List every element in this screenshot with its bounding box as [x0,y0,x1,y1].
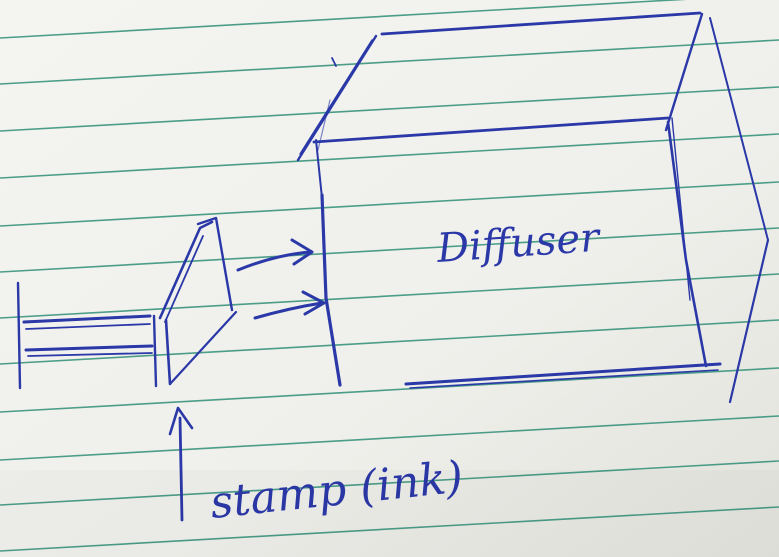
ruled-line [0,227,779,273]
ruled-line [0,367,779,413]
ruled-line [0,460,779,506]
photo-shadow [0,470,779,557]
ruled-line [0,86,779,132]
ruled-line [0,181,779,227]
diffuser-box [296,11,770,404]
arrow-lower [253,290,326,320]
ruled-line [0,415,779,461]
arrow-upper [236,238,314,272]
stamp-pointer-arrow [168,406,194,522]
ruled-line [0,133,779,179]
ruled-line [0,0,687,39]
ruled-line [0,506,779,552]
stamp-plate [158,216,238,386]
ruled-line [0,319,779,365]
rod-shape [16,281,158,390]
ruled-line [0,39,779,85]
ruled-line [0,273,779,319]
